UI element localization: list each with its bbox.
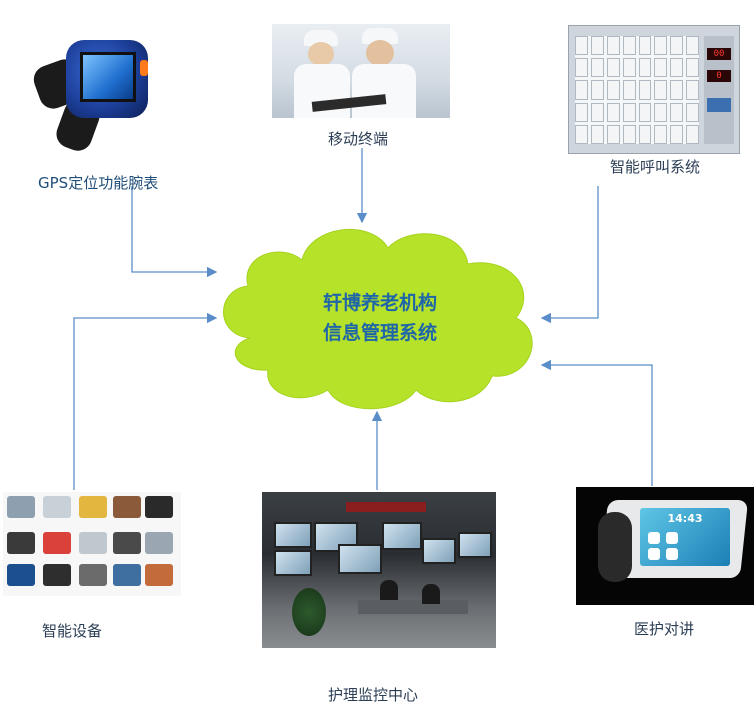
arrow-intercom-to-cloud [540, 359, 653, 486]
cloud-title: 轩博养老机构 信息管理系统 [300, 288, 460, 348]
nurses-with-tablet-photo [272, 24, 450, 118]
intercom-time: 14:43 [667, 512, 703, 525]
call-panel-display-2: 0 [707, 70, 731, 82]
monitoring-center-label: 护理监控中心 [328, 686, 419, 704]
intercom-label: 医护对讲 [634, 620, 695, 638]
smart-devices-label: 智能设备 [42, 622, 103, 640]
call-system-label: 智能呼叫系统 [610, 158, 701, 176]
mobile-terminal-label: 移动终端 [328, 130, 389, 148]
arrow-devices-to-cloud [73, 312, 218, 490]
cloud-title-line1: 轩博养老机构 [322, 292, 437, 314]
cloud-title-line2: 信息管理系统 [322, 322, 437, 344]
call-panel-photo: 00 0 [568, 25, 740, 154]
control-room-photo [262, 492, 496, 648]
gps-watch-label: GPS定位功能腕表 [38, 174, 159, 192]
device-catalog-photo [3, 492, 181, 596]
arrow-gps-to-cloud [131, 186, 218, 278]
arrow-call-to-cloud [540, 186, 599, 324]
call-panel-display-1: 00 [707, 48, 731, 60]
cloud-shape [223, 228, 533, 410]
